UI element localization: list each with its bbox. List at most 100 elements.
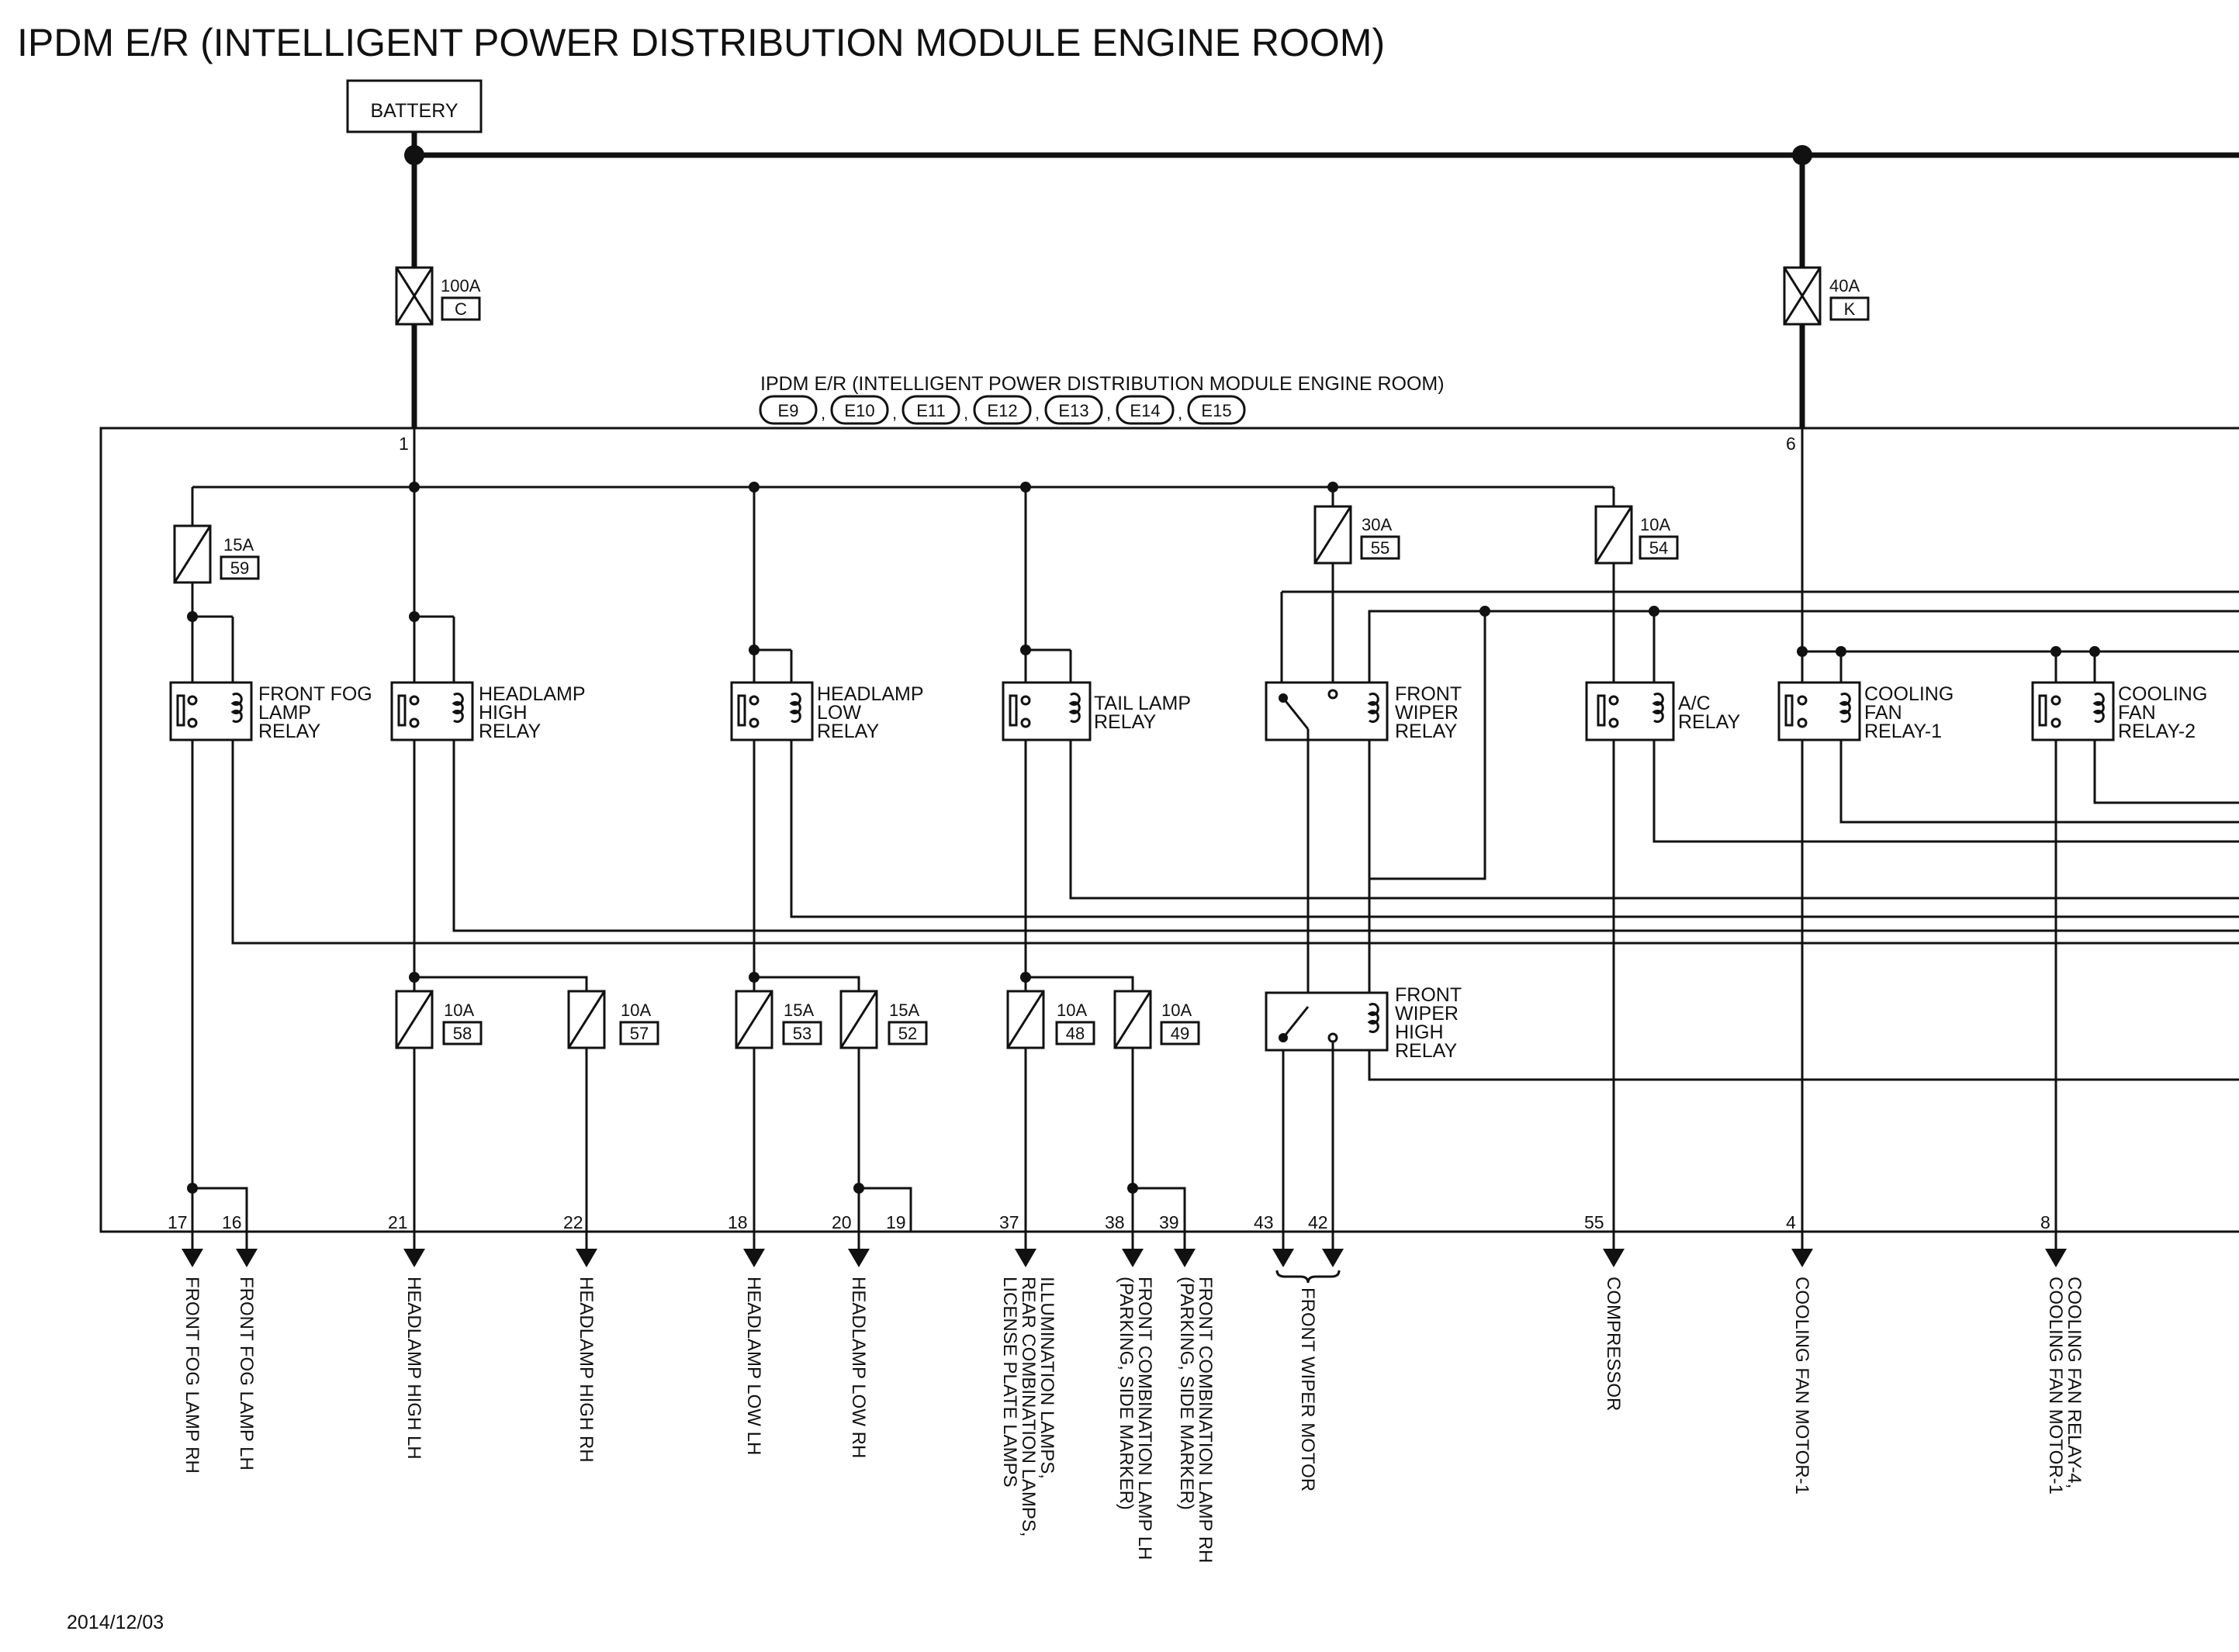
output-label: FRONT FOG LAMP LH xyxy=(236,1277,257,1471)
pin-18: 18 xyxy=(728,1212,748,1232)
relay-ac: A/C RELAY xyxy=(1585,563,2239,1249)
pin-bridges xyxy=(187,1183,1186,1249)
fuse-30a-55: 30A 55 xyxy=(1313,487,1400,694)
fuse-40a-k: 40A K xyxy=(1783,266,1870,326)
fuse-id: 48 xyxy=(1066,1024,1085,1043)
pin-38: 38 xyxy=(1105,1212,1125,1232)
connector-separator: , xyxy=(1035,403,1040,423)
output-label: HEADLAMP LOW LH xyxy=(743,1277,764,1455)
relay-label: COOLING xyxy=(2118,683,2207,705)
fuse-rating: 15A xyxy=(784,1001,814,1020)
fuse-rating: 10A xyxy=(444,1001,474,1020)
connector-e14: E14 xyxy=(1130,401,1160,420)
relay-headlamp-high: HEADLAMP HIGH RELAY xyxy=(390,487,2239,991)
relay-cooling-fan-1: COOLING FAN RELAY-1 xyxy=(1777,428,2239,1249)
relay-label: TAIL LAMP xyxy=(1094,693,1191,714)
connector-e9: E9 xyxy=(778,401,799,420)
fuse-id: 53 xyxy=(793,1024,812,1043)
fuse-10a-58: 10A 58 xyxy=(395,972,588,1249)
fuse-id: 58 xyxy=(453,1024,472,1043)
relay-front-wiper: FRONT WIPER RELAY xyxy=(1265,590,2239,993)
output-label: FRONT COMBINATION LAMP RH xyxy=(1195,1277,1216,1563)
pin-4: 4 xyxy=(1786,1212,1796,1232)
output-label: COOLING FAN RELAY-4, xyxy=(2064,1277,2085,1488)
output-label: ILLUMINATION LAMPS, xyxy=(1036,1277,1057,1479)
pin-6: 6 xyxy=(1786,434,1796,454)
output-label: (PARKING, SIDE MARKER) xyxy=(1116,1277,1137,1510)
output-label: REAR COMBINATION LAMPS, xyxy=(1018,1277,1039,1537)
output-label: FRONT COMBINATION LAMP LH xyxy=(1134,1277,1155,1560)
relay-headlamp-low: HEADLAMP LOW RELAY xyxy=(730,487,2239,991)
relay-label: RELAY xyxy=(817,721,879,742)
output-label: FRONT WIPER MOTOR xyxy=(1297,1287,1318,1491)
connector-e11: E11 xyxy=(916,401,946,420)
fuse-id: K xyxy=(1844,299,1856,319)
relay-label: RELAY xyxy=(1678,711,1740,733)
relay-label: FAN xyxy=(1864,702,1902,724)
output-label: LICENSE PLATE LAMPS xyxy=(999,1277,1020,1488)
battery-label: BATTERY xyxy=(371,100,459,122)
pin-16: 16 xyxy=(222,1212,242,1232)
fuse-rating: 30A xyxy=(1362,515,1392,534)
fuse-10a-57: 10A 57 xyxy=(567,990,659,1249)
output-labels: FRONT FOG LAMP RH FRONT FOG LAMP LH HEAD… xyxy=(182,1277,2085,1563)
fuse-id: 57 xyxy=(630,1024,649,1043)
pin-37: 37 xyxy=(999,1212,1019,1232)
fuse-15a-59: 15A 59 xyxy=(173,487,260,683)
ipdm-module-outline: 1 6 xyxy=(99,427,2239,1233)
fuse-id: 59 xyxy=(230,558,249,578)
relay-label: LAMP xyxy=(258,702,311,724)
fuse-rating: 10A xyxy=(1161,1001,1192,1020)
fuse-rating: 10A xyxy=(1640,515,1670,534)
relay-label: HEADLAMP xyxy=(479,683,586,705)
connector-list: E9 , E10 , E11 , E12 , E13 , E14 , E15 xyxy=(759,395,1246,425)
pin-19: 19 xyxy=(886,1212,906,1232)
relay-label: LOW xyxy=(817,702,861,724)
relay-label: HIGH xyxy=(479,702,528,724)
connector-separator: , xyxy=(1106,403,1111,423)
fuse-rating: 40A xyxy=(1829,276,1860,295)
fuse-10a-48: 10A 48 xyxy=(1006,972,1134,1249)
relay-label: RELAY-2 xyxy=(2118,721,2196,742)
relay-label: FRONT xyxy=(1395,683,1462,705)
pin-numbers: 17 16 21 22 18 20 19 37 38 39 43 42 55 4… xyxy=(168,1212,2050,1232)
fuse-id: 52 xyxy=(898,1024,917,1043)
pin-17: 17 xyxy=(168,1212,188,1232)
connector-separator: , xyxy=(821,403,825,423)
relay-label: A/C xyxy=(1678,693,1711,714)
pin-8: 8 xyxy=(2040,1212,2050,1232)
internal-bus xyxy=(192,428,1614,492)
fuse-id: 54 xyxy=(1649,538,1668,558)
relay-front-fog-lamp: FRONT FOG LAMP RELAY xyxy=(169,611,2239,1249)
connector-e13: E13 xyxy=(1058,401,1088,420)
relay-label: RELAY xyxy=(1395,721,1457,742)
relay-label: RELAY xyxy=(258,721,320,742)
output-label: FRONT FOG LAMP RH xyxy=(182,1277,202,1474)
fuse-10a-54: 10A 54 xyxy=(1594,487,1679,565)
fuse-rating: 10A xyxy=(621,1001,651,1020)
battery-bus xyxy=(404,132,2239,428)
relay-label: RELAY-1 xyxy=(1864,721,1942,742)
connector-separator: , xyxy=(1178,403,1182,423)
fuse-10a-49: 10A 49 xyxy=(1113,990,1200,1249)
page-title: IPDM E/R (INTELLIGENT POWER DISTRIBUTION… xyxy=(17,21,1385,64)
output-label: HEADLAMP HIGH LH xyxy=(403,1277,424,1460)
output-label: COMPRESSOR xyxy=(1603,1277,1624,1411)
output-label: COOLING FAN MOTOR-1 xyxy=(2045,1277,2066,1495)
fuse-id: C xyxy=(455,299,467,319)
fuse-rating: 100A xyxy=(441,276,481,295)
fuse-15a-52: 15A 52 xyxy=(839,990,928,1249)
fuse-15a-53: 15A 53 xyxy=(735,972,860,1249)
pin-43: 43 xyxy=(1254,1212,1274,1232)
connector-e12: E12 xyxy=(987,401,1017,420)
relay-front-wiper-high: FRONT WIPER HIGH RELAY xyxy=(1265,879,2239,1249)
relay-label: WIPER xyxy=(1395,702,1459,724)
fuse-id: 55 xyxy=(1371,538,1389,558)
fuse-rating: 10A xyxy=(1057,1001,1087,1020)
relay-label: COOLING xyxy=(1864,683,1954,705)
pin-1: 1 xyxy=(399,434,409,454)
fuse-rating: 15A xyxy=(889,1001,919,1020)
connector-separator: , xyxy=(964,403,968,423)
relay-label: HIGH xyxy=(1395,1021,1444,1043)
battery: BATTERY xyxy=(346,79,483,133)
